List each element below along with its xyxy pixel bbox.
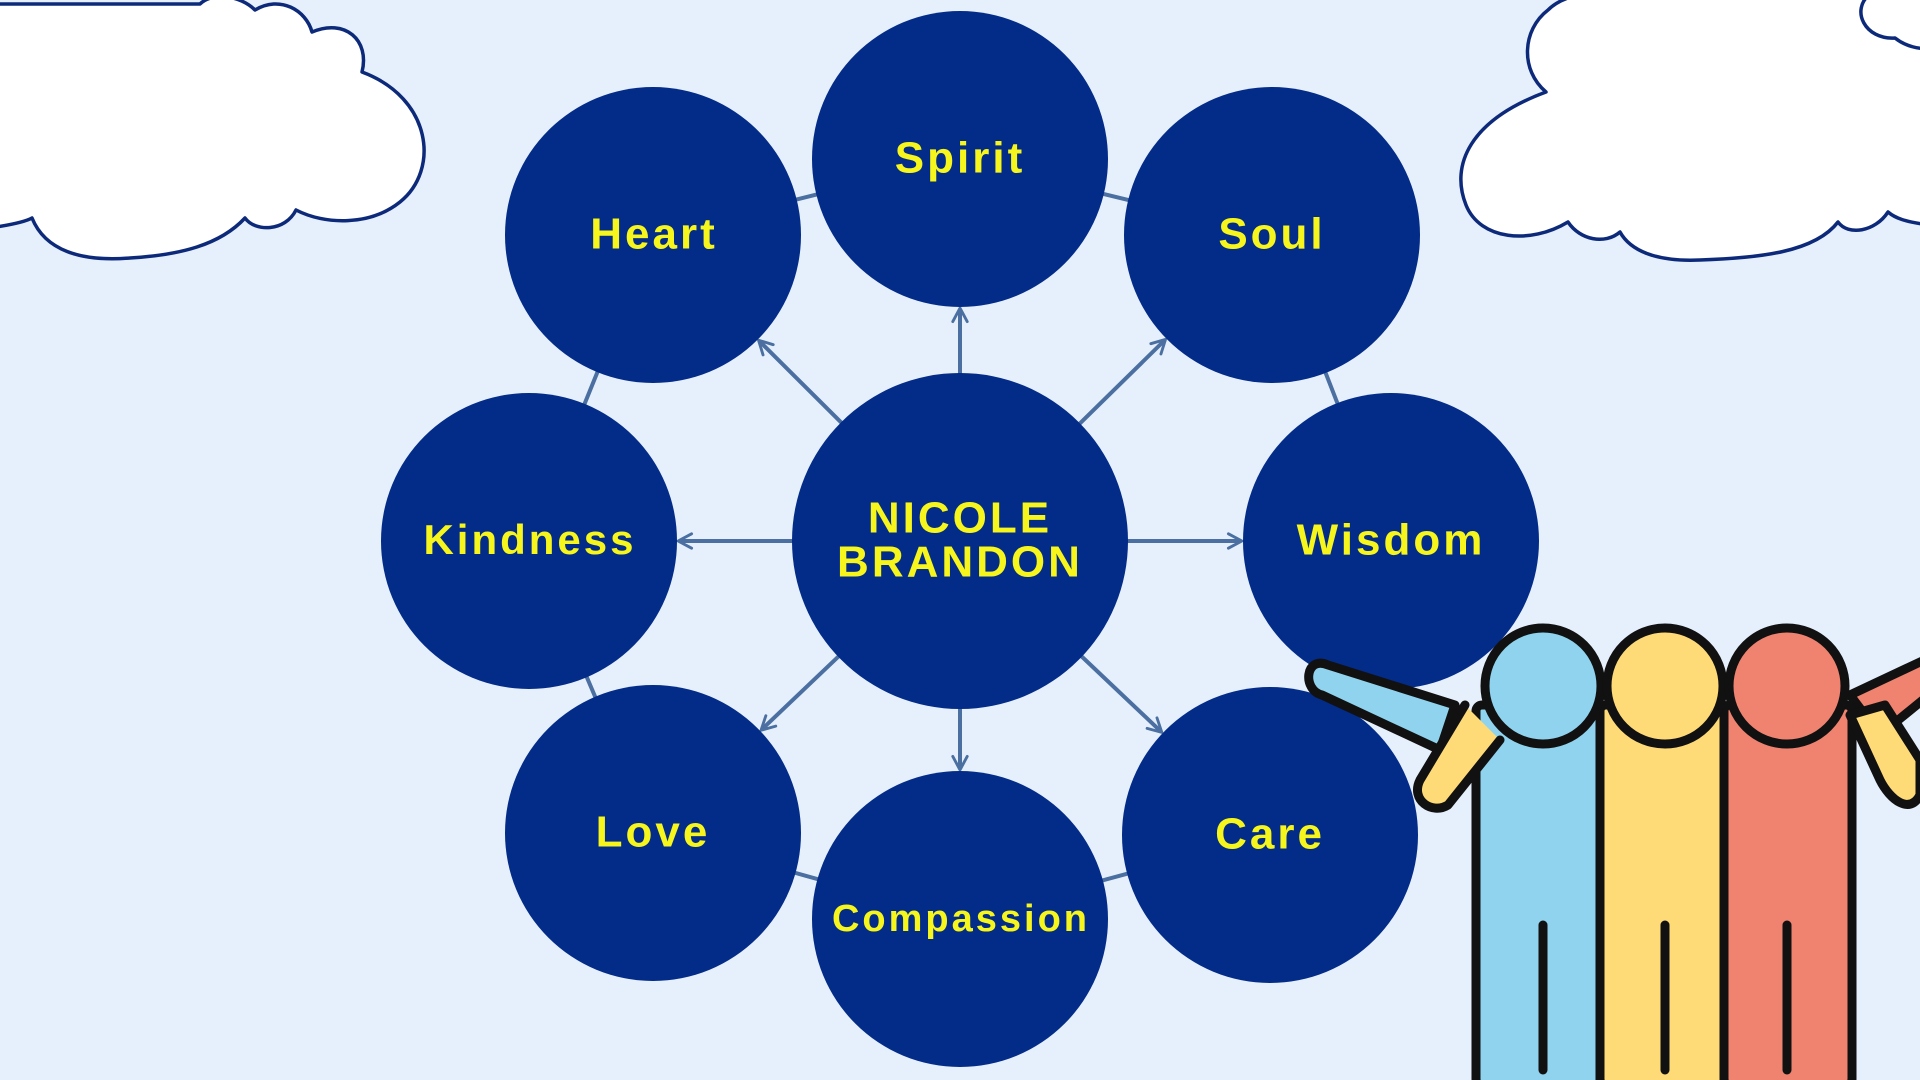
node-compassion: Compassion bbox=[812, 771, 1108, 1067]
arrow-line bbox=[759, 651, 844, 732]
node-circle bbox=[1122, 687, 1418, 983]
node-label: Love bbox=[596, 808, 711, 857]
node-heart: Heart bbox=[505, 87, 801, 383]
center-label-line1: NICOLE bbox=[868, 494, 1052, 543]
arrow-connectors bbox=[676, 306, 1244, 772]
node-kindness: Kindness bbox=[381, 393, 677, 689]
node-label: Soul bbox=[1218, 210, 1325, 259]
node-circle bbox=[812, 11, 1108, 307]
group-of-people-icon bbox=[1304, 623, 1920, 1080]
node-circle bbox=[812, 771, 1108, 1067]
cloud-icon bbox=[1459, 0, 1920, 262]
node-love: Love bbox=[505, 685, 801, 981]
node-care: Care bbox=[1122, 687, 1418, 983]
node-label: Heart bbox=[590, 210, 718, 259]
center-node: NICOLE BRANDON bbox=[792, 373, 1128, 709]
node-label: Spirit bbox=[895, 134, 1025, 183]
node-circle bbox=[505, 685, 801, 981]
node-label: Care bbox=[1215, 810, 1325, 859]
arrow-line bbox=[1074, 337, 1167, 430]
node-circle bbox=[381, 393, 677, 689]
node-wisdom: Wisdom bbox=[1243, 393, 1539, 689]
node-spirit: Spirit bbox=[812, 11, 1108, 307]
arrow-line bbox=[1076, 651, 1164, 734]
cloud-icon bbox=[0, 0, 426, 261]
node-circle bbox=[505, 87, 801, 383]
node-soul: Soul bbox=[1124, 87, 1420, 383]
node-circle bbox=[1243, 393, 1539, 689]
center-label-line2: BRANDON bbox=[837, 538, 1083, 587]
node-label: Kindness bbox=[423, 516, 636, 563]
center-circle bbox=[792, 373, 1128, 709]
node-circle bbox=[1124, 87, 1420, 383]
node-label: Compassion bbox=[832, 898, 1090, 940]
node-label: Wisdom bbox=[1297, 516, 1486, 565]
arrow-line bbox=[757, 338, 847, 429]
